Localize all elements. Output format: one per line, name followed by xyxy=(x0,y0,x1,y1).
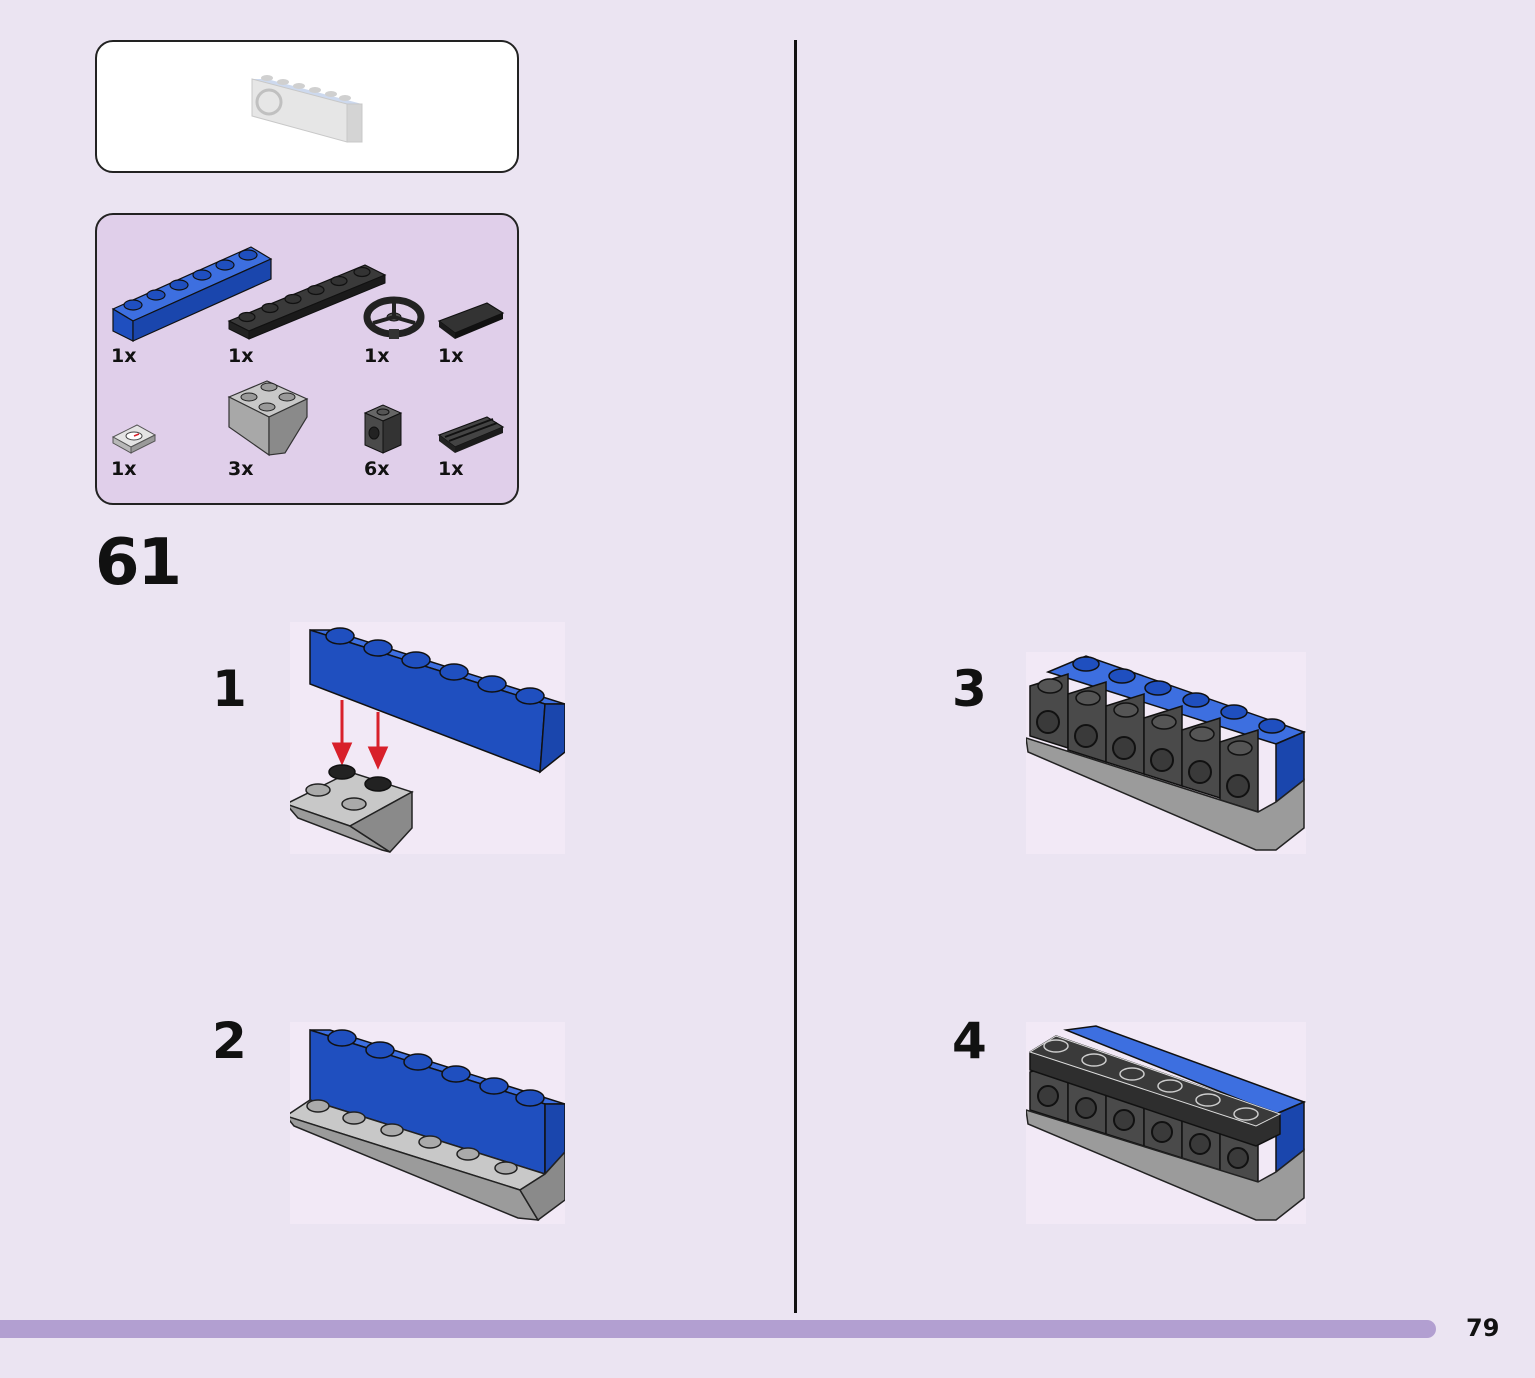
printed-tile-gauge-icon xyxy=(111,424,157,454)
dark-gray-brick-1x1-with-stud-icon xyxy=(363,404,403,454)
substep-1-panel xyxy=(290,622,565,854)
assembly-preview-box xyxy=(95,40,519,173)
page-divider xyxy=(794,40,797,1313)
arrow-icon xyxy=(331,700,389,770)
part-qty: 1x xyxy=(111,458,137,480)
progress-bar xyxy=(0,1320,1436,1338)
part-qty: 1x xyxy=(438,458,464,480)
substep-3-illustration xyxy=(1026,655,1306,851)
part-qty: 6x xyxy=(364,458,390,480)
steering-wheel-icon xyxy=(363,296,425,339)
substep-number: 3 xyxy=(952,660,987,718)
black-plate-1x6-icon xyxy=(227,264,387,340)
parts-list-box: 1x 1x 1x 1x 1x xyxy=(95,213,519,505)
step-number: 61 xyxy=(95,526,182,600)
black-grille-tile-1x2-icon xyxy=(437,416,505,453)
part-qty: 1x xyxy=(111,345,137,367)
part-qty: 1x xyxy=(438,345,464,367)
gray-slope-inverted-2x2-icon xyxy=(227,380,309,457)
substep-3-panel xyxy=(1026,652,1306,854)
part-qty: 1x xyxy=(228,345,254,367)
substep-number: 2 xyxy=(212,1012,247,1070)
substep-2-panel xyxy=(290,1022,565,1224)
substep-4-panel xyxy=(1026,1022,1306,1224)
part-qty: 1x xyxy=(364,345,390,367)
substep-2-illustration xyxy=(290,1028,565,1222)
substep-number: 1 xyxy=(212,660,247,718)
page-number: 79 xyxy=(1466,1314,1500,1342)
part-qty: 3x xyxy=(228,458,254,480)
black-tile-1x2-icon xyxy=(437,302,505,339)
blue-brick-1x6-icon xyxy=(111,246,273,342)
substep-4-illustration xyxy=(1026,1025,1306,1221)
substep-number: 4 xyxy=(952,1012,987,1070)
assembly-preview-image xyxy=(251,75,363,143)
substep-1-illustration xyxy=(290,627,565,853)
